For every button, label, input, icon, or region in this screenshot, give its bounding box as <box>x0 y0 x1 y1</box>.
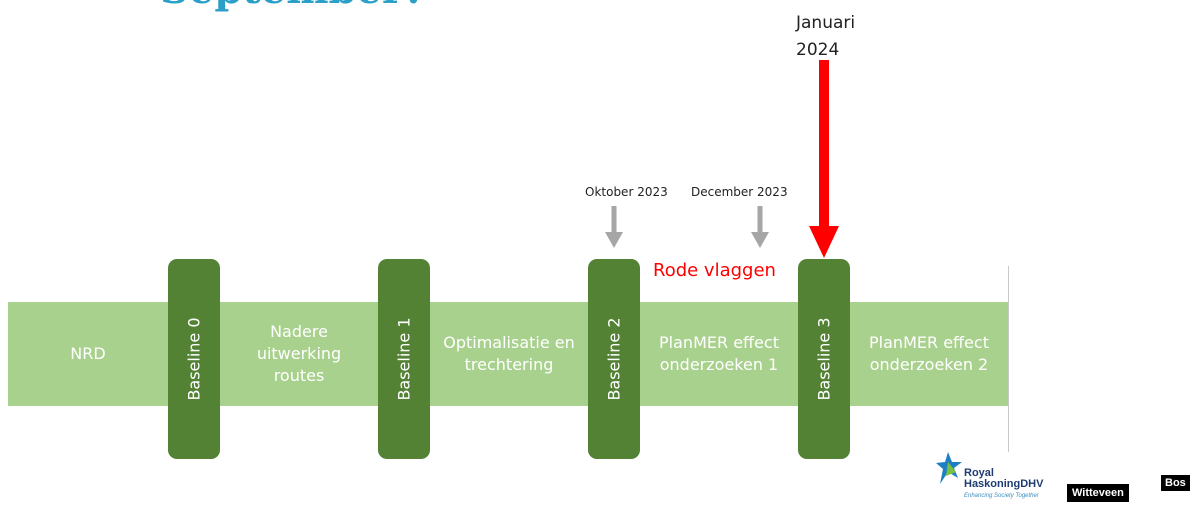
milestone-december-2023: December 2023 <box>691 185 788 199</box>
gray-down-arrow-oktober <box>605 206 623 248</box>
baseline-3-label: Baseline 3 <box>814 317 834 401</box>
phase-optimalisatie: Optimalisatie en trechtering <box>443 333 575 374</box>
bos-wordmark: Bos <box>1161 475 1190 491</box>
rhdhv-tagline: Enhancing Society Together <box>964 493 1039 499</box>
red-down-arrow-januari <box>809 60 839 258</box>
witteveen-bos-logo: Witteveen + Bos <box>1067 475 1197 503</box>
timeline-end-line <box>1008 266 1009 452</box>
rode-vlaggen-label: Rode vlaggen <box>653 260 776 281</box>
baseline-2-block: Baseline 2 <box>588 259 640 459</box>
baseline-2-label: Baseline 2 <box>604 317 624 401</box>
baseline-1-block: Baseline 1 <box>378 259 430 459</box>
gray-down-arrow-december <box>751 206 769 248</box>
baseline-3-block: Baseline 3 <box>798 259 850 459</box>
milestone-januari-2024: Januari 2024 <box>796 13 856 60</box>
phase-planmer-1: PlanMER effect onderzoeken 1 <box>659 333 779 374</box>
royal-haskoningdhv-logo: Royal HaskoningDHV Enhancing Society Tog… <box>934 450 1064 510</box>
rhdhv-brand-text: Royal HaskoningDHV <box>964 467 1044 490</box>
page-title: September? <box>160 0 426 13</box>
phase-nadere-uitwerking: Nadere uitwerking routes <box>256 322 342 385</box>
star-icon <box>936 452 962 484</box>
witteveen-wordmark: Witteveen <box>1067 484 1129 502</box>
phase-nrd: NRD <box>70 344 106 363</box>
milestone-oktober-2023: Oktober 2023 <box>585 185 668 199</box>
plus-sign: + <box>1154 486 1164 499</box>
baseline-0-block: Baseline 0 <box>168 259 220 459</box>
baseline-0-label: Baseline 0 <box>184 317 204 401</box>
baseline-1-label: Baseline 1 <box>394 317 414 401</box>
phase-planmer-2: PlanMER effect onderzoeken 2 <box>869 333 989 374</box>
